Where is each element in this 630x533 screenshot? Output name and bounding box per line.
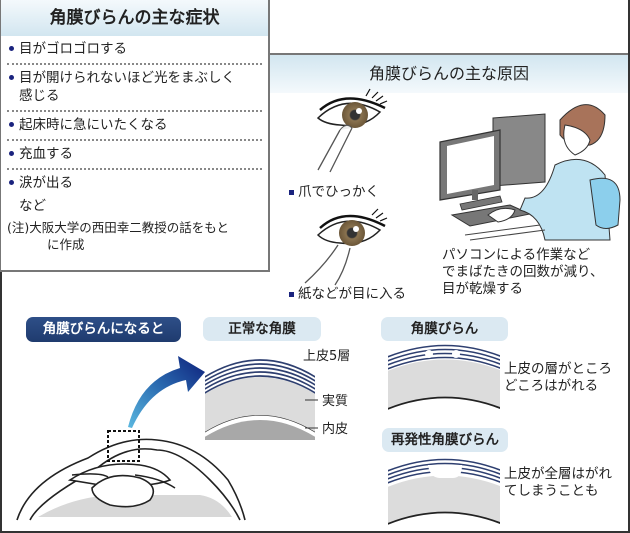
recurrent-desc-line: てしまうことも (504, 483, 599, 499)
bullet-icon (9, 180, 14, 185)
erosion-desc-line: どころはがれる (504, 378, 599, 394)
normal-cornea-heading: 正常な角膜 (203, 317, 321, 341)
symptom-item: 目が開けられないほど光をまぶしく 感じる (7, 65, 262, 112)
square-bullet-icon (289, 189, 294, 195)
source-note: (注)大阪大学の西田幸二教授の話をもと に作成 (1, 215, 268, 253)
recurrent-desc-line: 上皮が全層はがれ (504, 466, 612, 482)
recurrent-erosion-heading: 再発性角膜びらん (382, 428, 508, 452)
erosion-description: 上皮の層がところ どころはがれる (504, 361, 612, 395)
zoom-region-marker (107, 430, 140, 462)
source-note-line1: (注)大阪大学の西田幸二教授の話をもと (7, 220, 230, 235)
pc-text-line: パソコンによる作業など (442, 247, 591, 263)
pc-user-illustration (439, 104, 621, 241)
eye-cross-section (16, 438, 246, 521)
pc-text-line: でまばたきの回数が減り、 (442, 264, 604, 280)
recurrent-erosion-diagram (388, 458, 500, 525)
erosion-cornea-diagram (388, 344, 500, 415)
epithelium-label: 上皮5層 (303, 349, 351, 364)
symptoms-panel: 角膜びらんの主な症状 目がゴロゴロする 目が開けられないほど光をまぶしく 感じる… (0, 0, 270, 272)
paper-label-text: 紙などが目に入る (298, 286, 406, 302)
symptom-text: 涙が出る (19, 175, 73, 191)
bullet-icon (9, 122, 14, 127)
scratch-label-text: 爪でひっかく (298, 184, 379, 200)
pc-dry-eye-text: パソコンによる作業など でまばたきの回数が減り、 目が乾燥する (442, 247, 603, 298)
source-note-line2: に作成 (47, 237, 85, 252)
symptom-text: 目がゴロゴロする (19, 41, 127, 57)
normal-cornea-diagram (205, 358, 315, 440)
symptom-list: 目がゴロゴロする 目が開けられないほど光をまぶしく 感じる 起床時に急にいたくな… (1, 36, 268, 215)
symptom-text-cont: 感じる (19, 88, 60, 104)
stroma-label: 実質 (322, 394, 349, 409)
bullet-icon (9, 151, 14, 156)
bullet-icon (9, 46, 14, 51)
erosion-heading: 角膜びらん (381, 317, 508, 341)
bullet-icon (9, 75, 14, 80)
recurrent-description: 上皮が全層はがれ てしまうことも (504, 466, 612, 500)
endothelium-label: 内皮 (322, 422, 349, 437)
erosion-desc-line: 上皮の層がところ (504, 361, 612, 377)
symptom-text: 目が開けられないほど光をまぶしく (19, 70, 235, 86)
symptom-text: 充血する (19, 146, 73, 162)
process-heading: 角膜びらんになると (26, 317, 181, 342)
paper-label: 紙などが目に入る (289, 282, 406, 302)
arrow-icon (128, 356, 205, 428)
symptom-text: 起床時に急にいたくなる (19, 117, 168, 133)
square-bullet-icon (289, 291, 294, 297)
symptom-item: 充血する (7, 141, 262, 170)
symptom-etc: など (19, 198, 46, 214)
symptoms-title: 角膜びらんの主な症状 (1, 0, 268, 36)
eye-paper-illustration (304, 208, 388, 286)
causes-title: 角膜びらんの主な原因 (270, 55, 628, 93)
eye-scratch-illustration (316, 88, 388, 173)
symptom-item: 目がゴロゴロする (7, 36, 262, 65)
pc-text-line: 目が乾燥する (442, 281, 523, 297)
scratch-label: 爪でひっかく (289, 180, 379, 200)
symptom-item: 涙が出る (7, 170, 262, 197)
symptom-item: 起床時に急にいたくなる (7, 112, 262, 141)
